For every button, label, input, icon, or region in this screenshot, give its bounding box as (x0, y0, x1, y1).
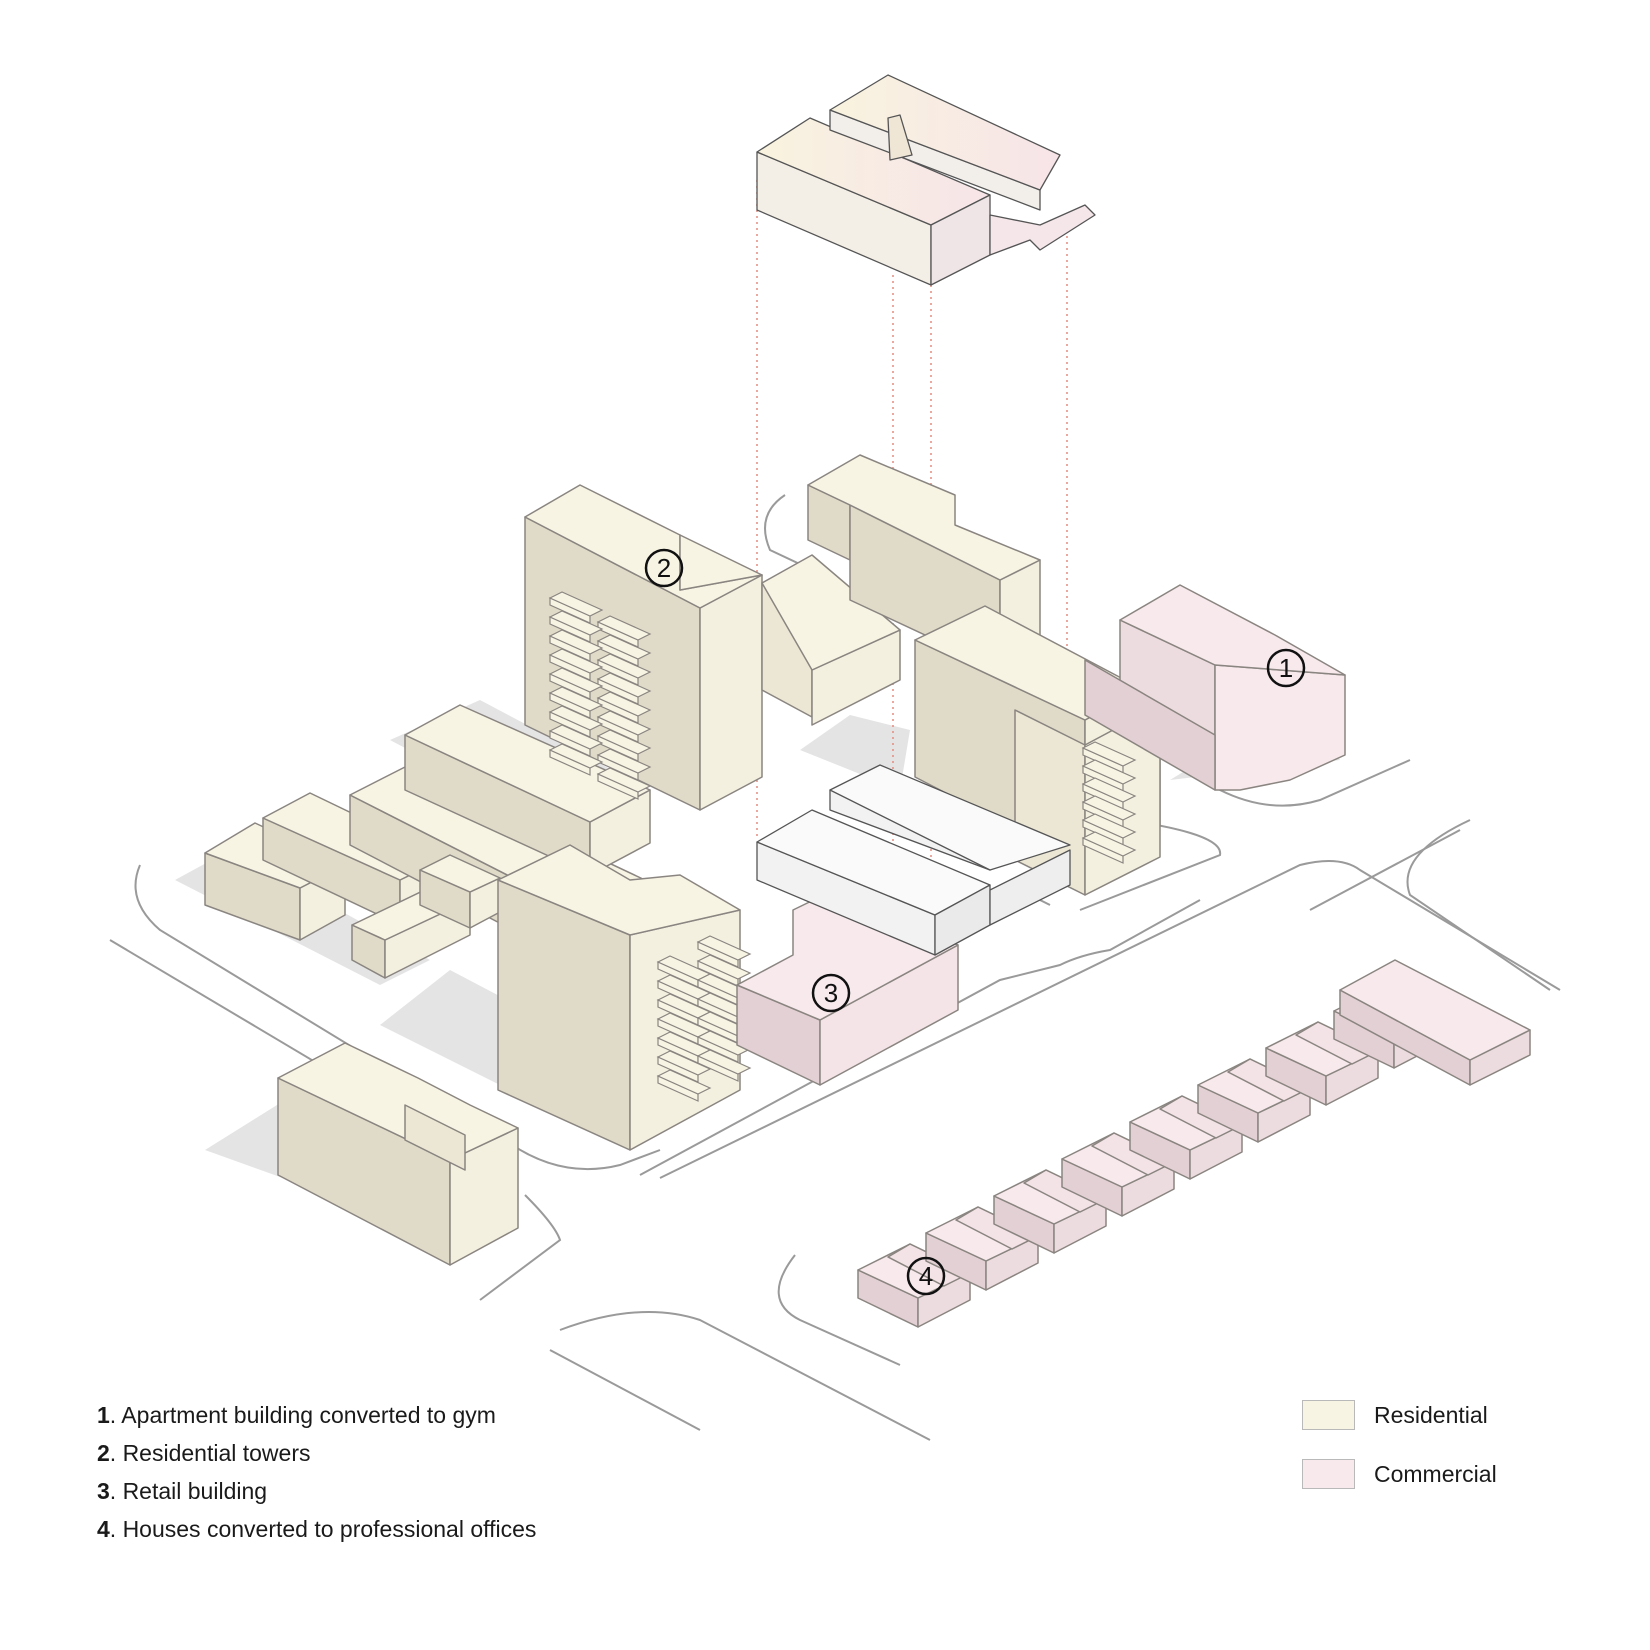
balcony (696, 935, 752, 961)
note-number: 3 (97, 1478, 110, 1504)
marker-4: 4 (906, 1256, 946, 1296)
house-face (1339, 959, 1531, 1061)
svg-text:3: 3 (824, 978, 838, 1008)
subject-building-exploded (756, 74, 1096, 286)
commercial-gym-1 (1084, 584, 1346, 791)
balcony (548, 686, 604, 712)
balcony (596, 653, 652, 679)
balcony (1081, 831, 1137, 857)
balcony (596, 729, 652, 755)
legend-label: Residential (1374, 1402, 1488, 1428)
marker-1: 1 (1266, 648, 1306, 688)
balcony (1081, 777, 1137, 803)
note-item: 3. Retail building (97, 1472, 536, 1510)
note-text: . Apartment building converted to gym (109, 1402, 496, 1428)
marker-2: 2 (644, 548, 684, 588)
note-text: . Residential towers (109, 1440, 311, 1466)
legend-swatch-residential (1302, 1400, 1355, 1430)
balcony (596, 710, 652, 736)
balcony (548, 629, 604, 655)
balcony (548, 591, 604, 617)
balcony (656, 1069, 712, 1095)
balconies (548, 591, 1137, 1102)
balcony (1081, 795, 1137, 821)
marker-3: 3 (811, 973, 851, 1013)
note-number: 4 (97, 1516, 110, 1542)
note-item: 4. Houses converted to professional offi… (97, 1510, 536, 1548)
balcony (696, 1049, 752, 1075)
note-item: 2. Residential towers (97, 1434, 536, 1472)
notes-list: 1. Apartment building converted to gym 2… (97, 1396, 536, 1548)
balcony (596, 615, 652, 641)
balcony (596, 672, 652, 698)
balcony (696, 954, 752, 980)
residential-block-front-left (277, 1042, 519, 1266)
balcony (548, 667, 604, 693)
balcony (548, 705, 604, 731)
svg-text:2: 2 (657, 553, 671, 583)
legend-label: Commercial (1374, 1461, 1497, 1487)
note-text: . Retail building (109, 1478, 268, 1504)
balcony (596, 748, 652, 774)
balcony (548, 610, 604, 636)
note-number: 1 (97, 1402, 110, 1428)
balcony (548, 724, 604, 750)
svg-text:1: 1 (1279, 653, 1293, 683)
legend-swatch-commercial (1302, 1459, 1355, 1489)
balcony (1081, 813, 1137, 839)
note-text: . Houses converted to professional offic… (109, 1516, 537, 1542)
note-number: 2 (97, 1440, 110, 1466)
balcony (548, 648, 604, 674)
balcony (596, 634, 652, 660)
balcony (1081, 759, 1137, 785)
svg-text:4: 4 (919, 1261, 933, 1291)
subject-building-on-site (756, 764, 1071, 956)
residential-block-mid (761, 554, 901, 726)
note-item: 1. Apartment building converted to gym (97, 1396, 536, 1434)
residential-buildings (204, 454, 1161, 1266)
balcony (596, 691, 652, 717)
balcony (548, 743, 604, 769)
commercial-houses-4 (857, 959, 1531, 1328)
balcony (1081, 741, 1137, 767)
balcony (596, 767, 652, 793)
